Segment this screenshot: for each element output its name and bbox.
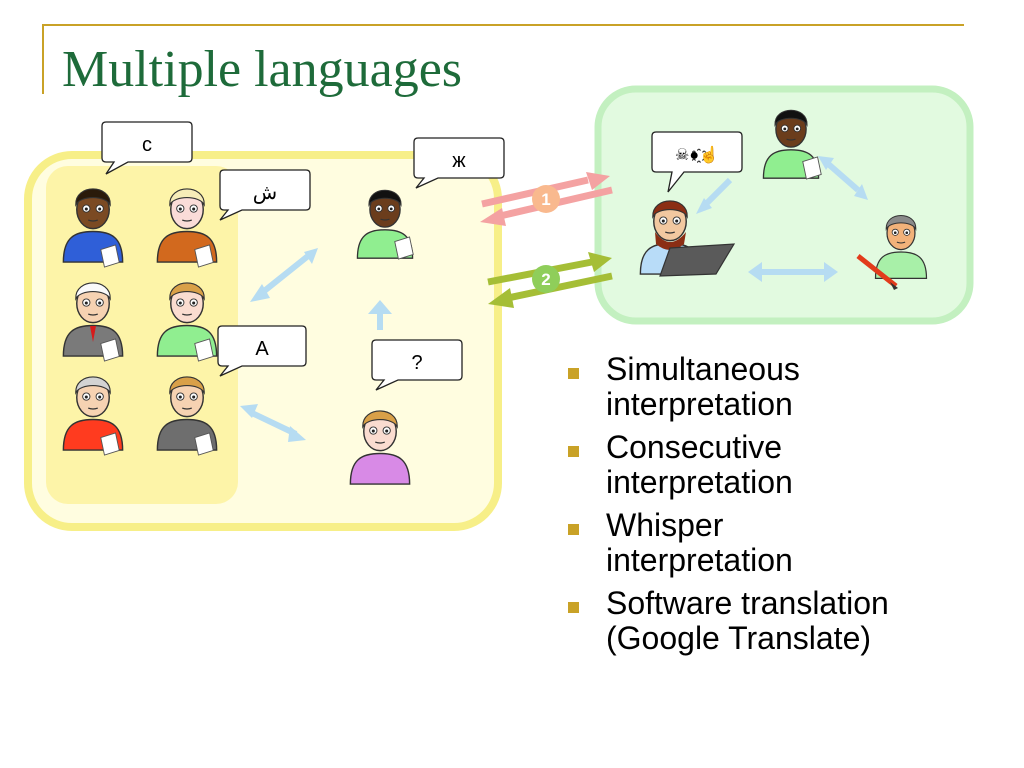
badge-1 (532, 185, 560, 213)
person-audience-3 (62, 282, 124, 362)
bubble-arabic-text: ش (253, 182, 277, 204)
speech-bubble-question: ? (371, 339, 463, 391)
bubble-symbols-text: ☠●҈☝ (675, 145, 719, 164)
speech-bubble-latin: A (217, 325, 307, 377)
bullet-square-icon (568, 524, 579, 535)
bubble-question-text: ? (411, 352, 422, 374)
speech-bubble-c: c (101, 121, 193, 175)
bullet-item: Simultaneous interpretation (566, 352, 1006, 422)
bullet-item: Consecutive interpretation (566, 430, 1006, 500)
laptop-icon (659, 243, 736, 277)
slide-title: Multiple languages (62, 41, 463, 98)
bullet-text: Whisper interpretation (606, 507, 793, 578)
bullet-square-icon (568, 602, 579, 613)
bullet-list: Simultaneous interpretation Consecutive … (566, 352, 1006, 664)
bullet-square-icon (568, 368, 579, 379)
bubble-cyrillic-text: ж (452, 150, 466, 172)
exchange-arrows-2: 2 (487, 252, 613, 308)
pencil-icon (856, 254, 898, 288)
title-rule-top (42, 24, 964, 26)
bubble-c-text: c (142, 134, 152, 156)
badge-1-label: 1 (541, 190, 550, 209)
badge-2-label: 2 (541, 270, 550, 289)
bullet-text: Software translation (Google Translate) (606, 585, 889, 656)
exchange-arrows-1: 1 (480, 172, 613, 226)
person-interpreter-listener (856, 214, 928, 290)
bullet-text: Consecutive interpretation (606, 429, 793, 500)
bullet-item: Software translation (Google Translate) (566, 586, 1006, 656)
bullet-text: Simultaneous interpretation (606, 351, 800, 422)
speech-bubble-arabic: ش (219, 169, 311, 221)
person-interpreter (639, 200, 736, 277)
communication-arrows (240, 156, 868, 442)
badge-2 (532, 265, 560, 293)
title-rule-left (42, 24, 44, 94)
speech-bubble-symbols: ☠●҈☝ (651, 131, 743, 193)
speech-bubble-cyrillic: ж (413, 137, 505, 189)
bubble-latin-text: A (255, 338, 269, 360)
bullet-item: Whisper interpretation (566, 508, 1006, 578)
bullet-square-icon (568, 446, 579, 457)
